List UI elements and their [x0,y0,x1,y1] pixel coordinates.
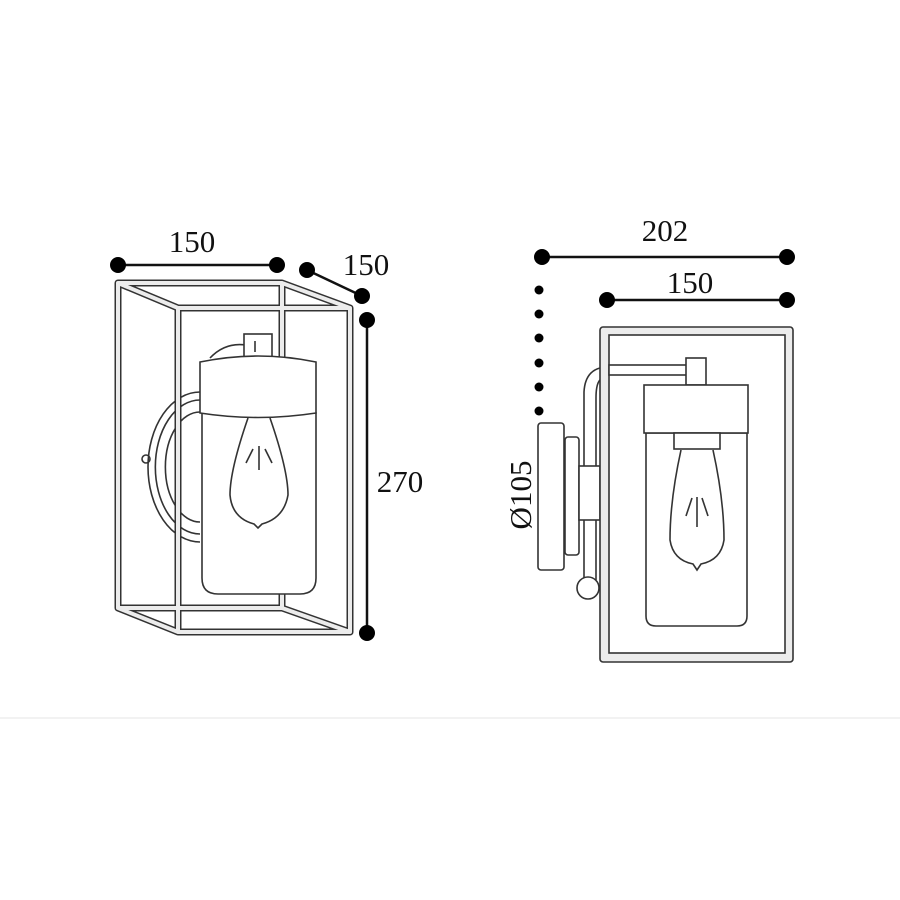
total-depth-dimension [534,249,795,265]
total-depth-label: 202 [642,213,689,248]
height-dimension [359,312,375,641]
depth-dimension [299,262,370,304]
depth-label: 150 [343,247,390,282]
lantern-depth-label: 150 [667,265,714,300]
lantern-frame [114,279,354,636]
bulb-icon [229,417,289,530]
width-dimension [110,257,285,273]
wall-bracket [537,367,601,600]
height-label: 270 [377,464,424,499]
lamp-holder [199,333,317,595]
plate-diameter-label: Ø105 [503,461,538,530]
wall-plate [141,391,201,543]
bulb-icon [669,449,725,572]
divider [0,717,900,719]
lantern-depth-dimension [599,292,795,308]
side-view: 202 150 Ø105 [503,213,795,663]
lamp-holder-side [608,357,749,627]
width-label: 150 [169,224,216,259]
front-perspective-view: 150 150 270 [110,224,423,641]
dotted-guide [534,285,544,416]
